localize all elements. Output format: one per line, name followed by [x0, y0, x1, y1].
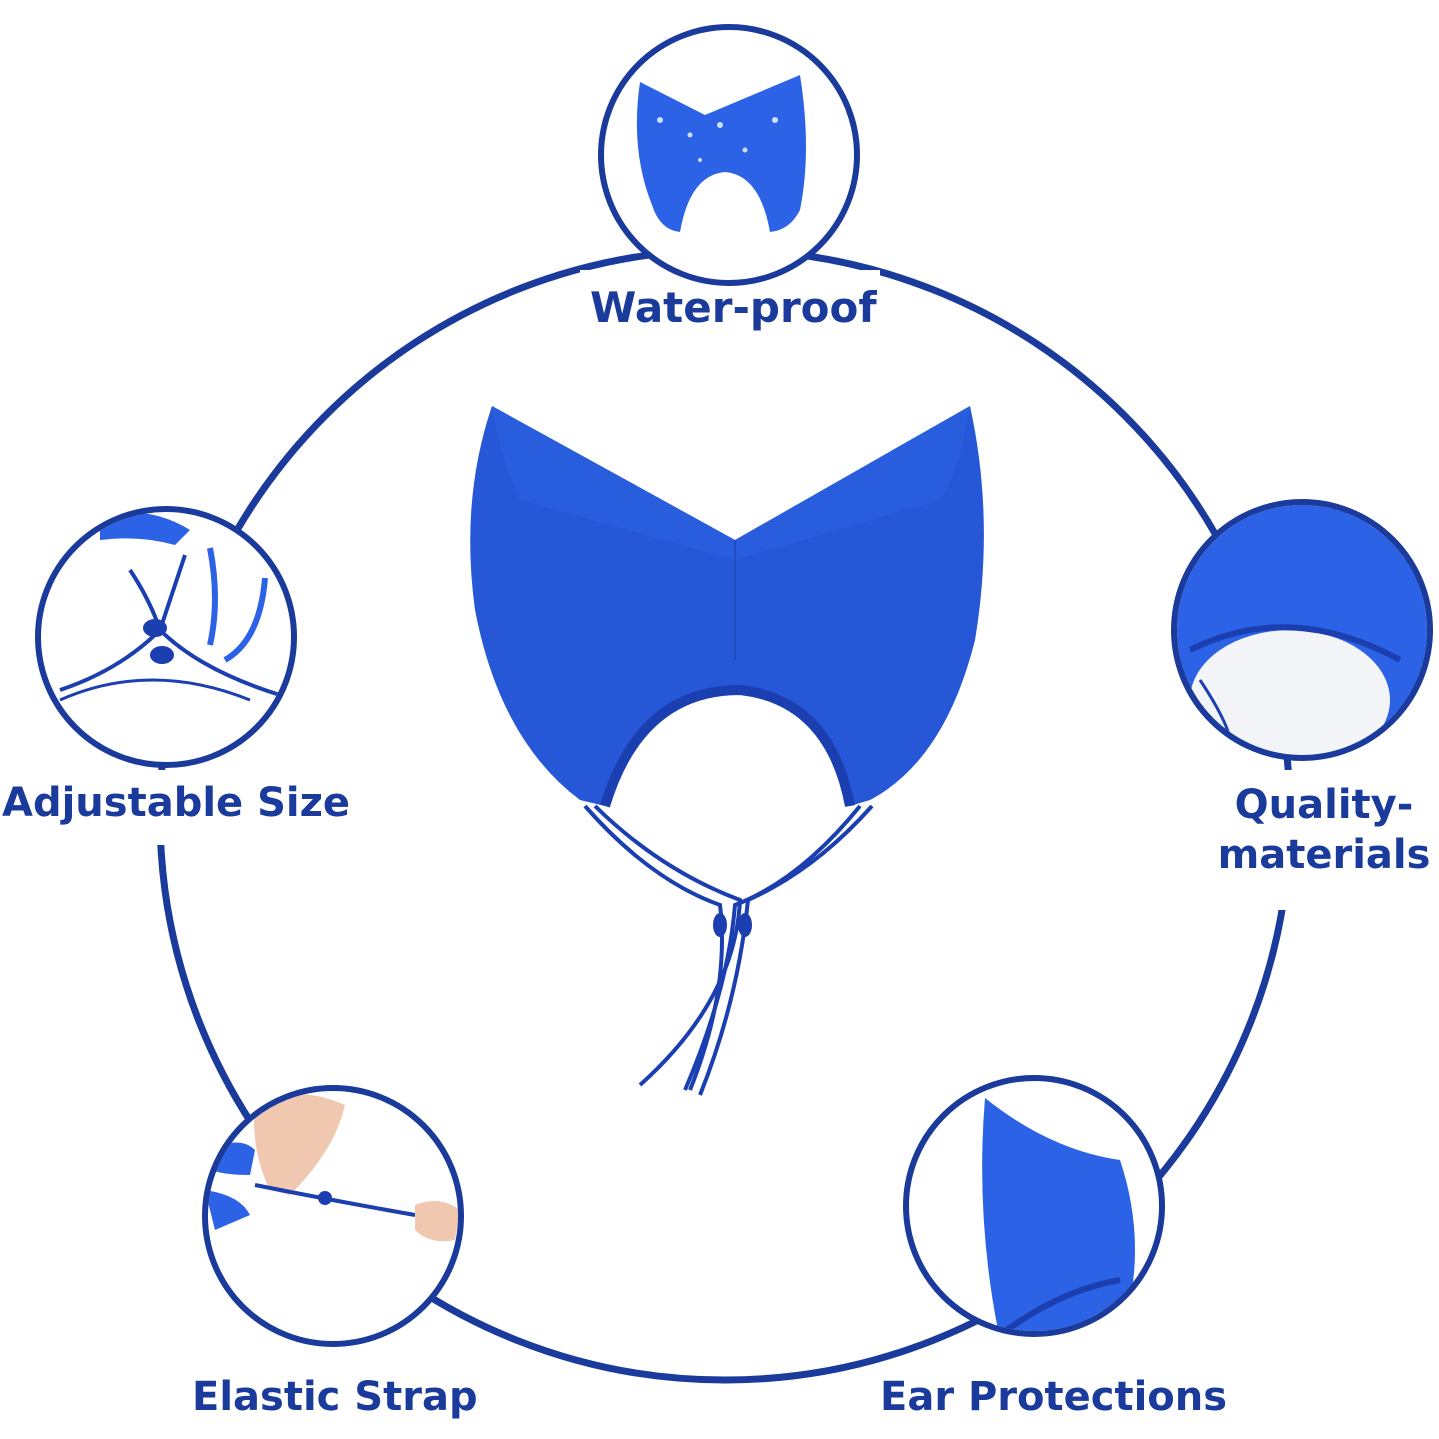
adjustable-size-label: Adjustable Size: [2, 780, 351, 826]
ear-protections-label: Ear Protections: [880, 1374, 1228, 1420]
adjustable-cord-icon: [35, 506, 297, 768]
water-proof-label: Water-proof: [590, 283, 877, 332]
quality-line-1: Quality-: [1234, 782, 1414, 828]
water-drops-cap-icon: [598, 24, 860, 286]
quality-line-2: materials: [1217, 832, 1431, 878]
hands-stretching-strap-icon: [202, 1085, 464, 1347]
elastic-strap-label: Elastic Strap: [192, 1374, 478, 1420]
fabric-closeup-icon: [1171, 499, 1433, 761]
ear-flap-closeup-icon: [903, 1075, 1165, 1337]
ear-muff-cap-image: [470, 406, 984, 1096]
quality-materials-label: Quality- materials: [1214, 780, 1434, 880]
